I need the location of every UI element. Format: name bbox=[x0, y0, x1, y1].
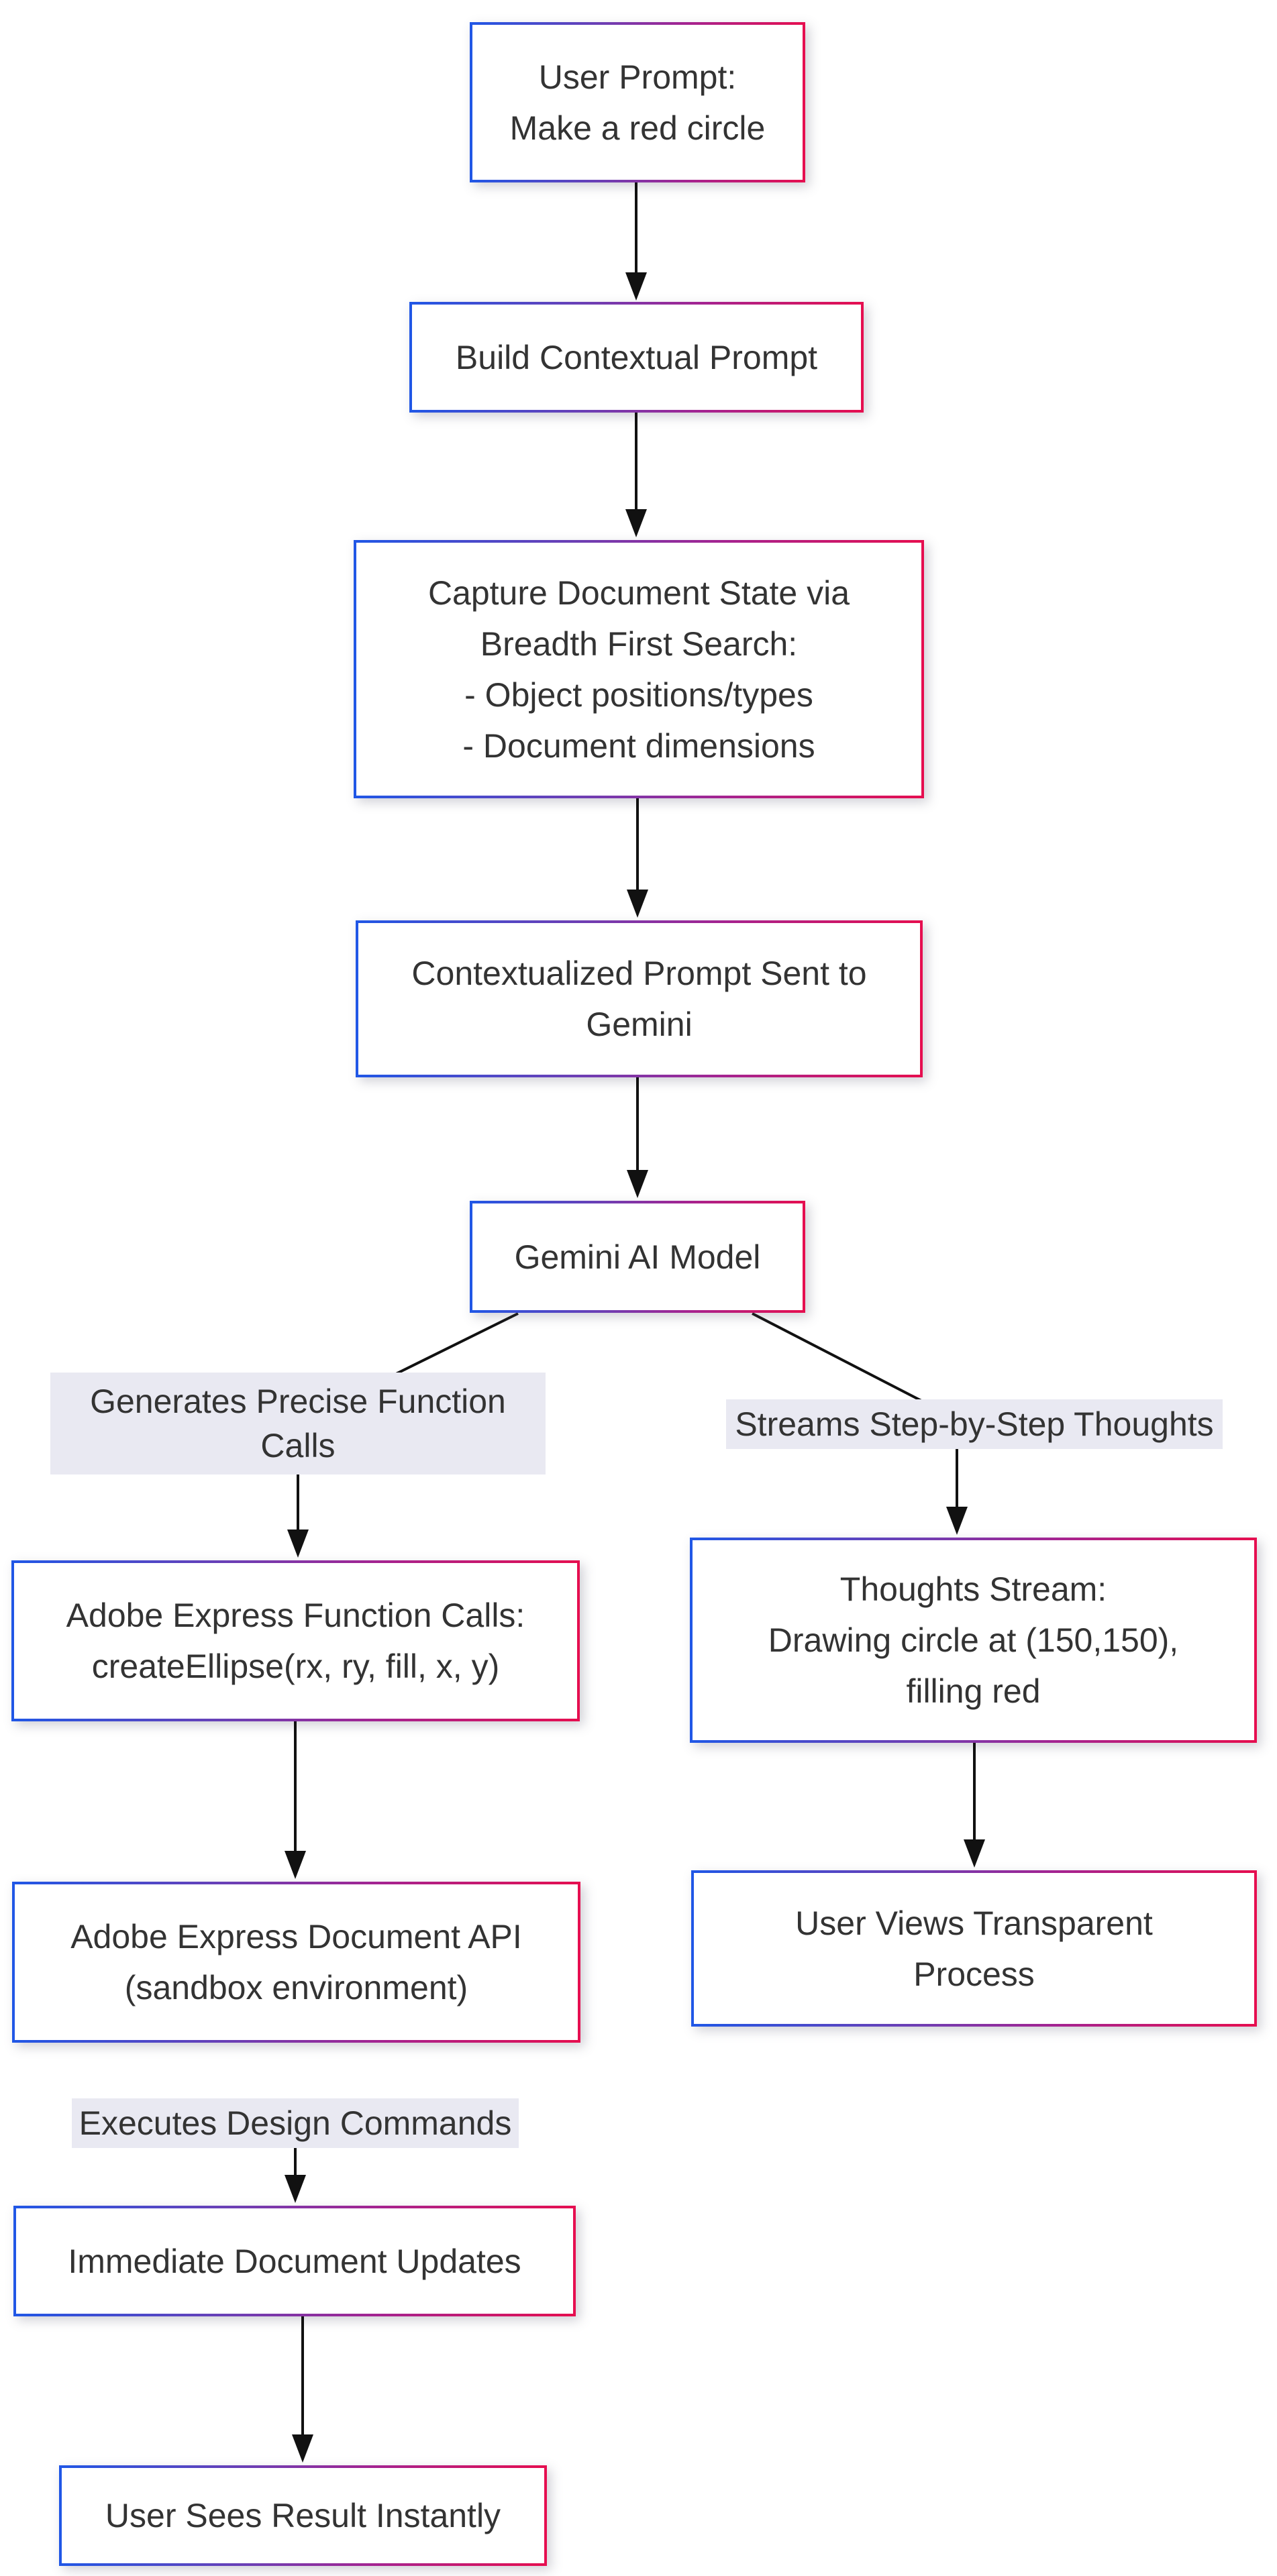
node-contextualized-prompt-body: Contextualized Prompt Sent to Gemini bbox=[358, 923, 920, 1075]
node-document-api-body: Adobe Express Document API (sandbox envi… bbox=[15, 1884, 578, 2040]
node-user-sees-result-label: User Sees Result Instantly bbox=[105, 2497, 501, 2534]
flow-arrowhead-icon bbox=[627, 890, 648, 918]
node-user-sees-result-body: User Sees Result Instantly bbox=[62, 2468, 544, 2563]
node-gemini-ai-model-label: Gemini AI Model bbox=[514, 1238, 761, 1276]
flow-arrow-shaft bbox=[635, 413, 637, 512]
node-immediate-document-updates-label: Immediate Document Updates bbox=[68, 2242, 521, 2280]
flow-arrowhead-icon bbox=[946, 1507, 968, 1535]
node-express-function-calls-body: Adobe Express Function Calls: createElli… bbox=[14, 1563, 577, 1719]
flow-arrowhead-icon bbox=[964, 1839, 985, 1868]
node-user-views-process-label: User Views Transparent Process bbox=[795, 1904, 1153, 1993]
edge-line-gemini-to-generates-label bbox=[395, 1312, 519, 1375]
edge-label-generates-function-calls-text: Generates Precise Function Calls bbox=[90, 1383, 506, 1464]
flow-arrow-shaft bbox=[636, 1077, 639, 1173]
flow-arrow-shaft bbox=[301, 2316, 304, 2437]
flow-arrow-shaft bbox=[294, 2148, 297, 2178]
edge-label-generates-function-calls: Generates Precise Function Calls bbox=[50, 1373, 546, 1474]
node-immediate-document-updates-body: Immediate Document Updates bbox=[16, 2208, 573, 2314]
edge-label-streams-thoughts-text: Streams Step-by-Step Thoughts bbox=[735, 1405, 1214, 1443]
flow-arrowhead-icon bbox=[292, 2434, 313, 2463]
node-user-prompt-label: User Prompt: Make a red circle bbox=[509, 58, 766, 147]
flow-arrowhead-icon bbox=[287, 1529, 309, 1558]
node-capture-document-state-body: Capture Document State via Breadth First… bbox=[356, 543, 921, 796]
node-contextualized-prompt-label: Contextualized Prompt Sent to Gemini bbox=[411, 955, 867, 1043]
node-user-views-process-body: User Views Transparent Process bbox=[694, 1873, 1254, 2024]
edge-label-executes-design-commands: Executes Design Commands bbox=[72, 2098, 519, 2148]
node-thoughts-stream-label: Thoughts Stream: Drawing circle at (150,… bbox=[768, 1570, 1179, 1710]
node-thoughts-stream-body: Thoughts Stream: Drawing circle at (150,… bbox=[693, 1540, 1254, 1740]
flow-arrow-shaft bbox=[973, 1743, 976, 1842]
edge-label-streams-thoughts: Streams Step-by-Step Thoughts bbox=[726, 1399, 1223, 1449]
edge-line-gemini-to-streams-label bbox=[752, 1312, 922, 1402]
flow-arrow-shaft bbox=[636, 798, 639, 892]
node-build-contextual-prompt: Build Contextual Prompt bbox=[409, 302, 864, 413]
node-capture-document-state: Capture Document State via Breadth First… bbox=[354, 540, 924, 798]
node-thoughts-stream: Thoughts Stream: Drawing circle at (150,… bbox=[690, 1538, 1257, 1743]
node-capture-document-state-label: Capture Document State via Breadth First… bbox=[427, 574, 850, 765]
node-user-prompt: User Prompt: Make a red circle bbox=[470, 22, 805, 182]
flow-arrowhead-icon bbox=[625, 272, 647, 301]
flow-arrow-shaft bbox=[297, 1474, 299, 1532]
node-build-contextual-prompt-body: Build Contextual Prompt bbox=[412, 305, 861, 410]
flow-arrow-shaft bbox=[635, 182, 637, 275]
node-user-views-process: User Views Transparent Process bbox=[691, 1870, 1257, 2027]
node-user-prompt-body: User Prompt: Make a red circle bbox=[472, 25, 803, 180]
flow-arrowhead-icon bbox=[285, 2175, 306, 2203]
node-user-sees-result: User Sees Result Instantly bbox=[59, 2465, 547, 2566]
flow-arrowhead-icon bbox=[285, 1851, 306, 1879]
node-express-function-calls: Adobe Express Function Calls: createElli… bbox=[11, 1560, 580, 1721]
node-contextualized-prompt: Contextualized Prompt Sent to Gemini bbox=[356, 920, 923, 1077]
node-document-api-label: Adobe Express Document API (sandbox envi… bbox=[70, 1918, 522, 2006]
node-express-function-calls-label: Adobe Express Function Calls: createElli… bbox=[66, 1597, 525, 1685]
node-build-contextual-prompt-label: Build Contextual Prompt bbox=[455, 338, 818, 376]
node-gemini-ai-model-body: Gemini AI Model bbox=[472, 1203, 803, 1310]
node-gemini-ai-model: Gemini AI Model bbox=[470, 1201, 805, 1313]
flow-arrow-shaft bbox=[294, 1721, 297, 1854]
flow-arrowhead-icon bbox=[625, 509, 647, 537]
edge-label-executes-design-commands-text: Executes Design Commands bbox=[79, 2104, 512, 2142]
flow-arrow-shaft bbox=[956, 1449, 958, 1509]
flow-arrowhead-icon bbox=[627, 1170, 648, 1198]
node-immediate-document-updates: Immediate Document Updates bbox=[13, 2206, 576, 2316]
node-document-api: Adobe Express Document API (sandbox envi… bbox=[12, 1882, 580, 2043]
